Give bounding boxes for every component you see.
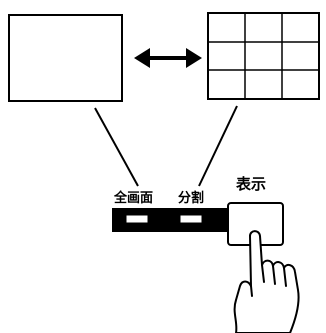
split-button[interactable] [179, 214, 203, 224]
leader-line-split [198, 105, 238, 187]
display-label: 表示 [236, 175, 267, 193]
pointing-hand-icon [233, 230, 300, 333]
full-screen-label: 全画面 [114, 191, 154, 206]
split-view-grid [207, 12, 320, 100]
double-headed-arrow-icon [134, 48, 202, 68]
leader-line-full-screen [94, 107, 139, 187]
split-label: 分割 [178, 191, 205, 206]
full-screen-view [8, 14, 123, 102]
full-screen-button[interactable] [125, 214, 149, 224]
